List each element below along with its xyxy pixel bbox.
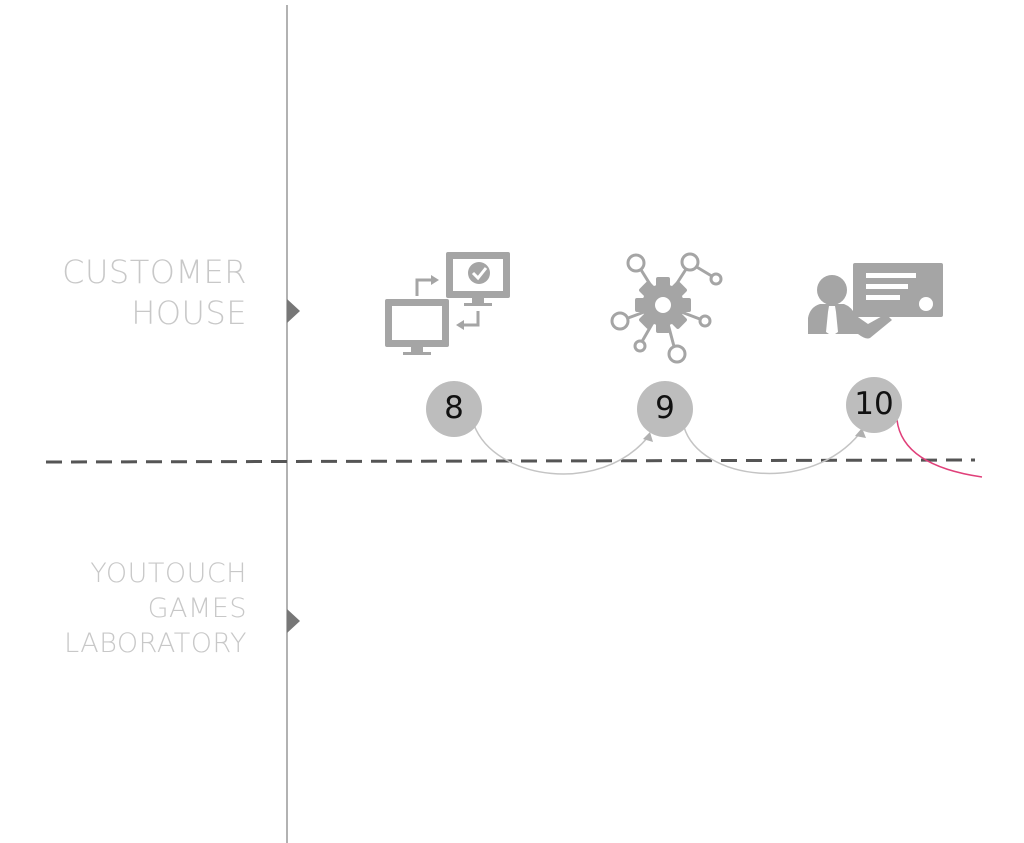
arrowhead-icon — [855, 428, 866, 438]
lane-label-line: YOUTOUCH — [90, 558, 247, 589]
step-number: 10 — [854, 386, 894, 422]
step-number: 9 — [655, 390, 675, 426]
step-badge-9 — [637, 381, 693, 437]
lane-marker-customer — [287, 299, 300, 323]
connectors — [473, 424, 861, 475]
arrowhead-icon — [643, 432, 653, 442]
lane-label-customer-house: CUSTOMER HOUSE — [62, 252, 247, 334]
lane-label-youtouch-laboratory: YOUTOUCH GAMES LABORATORY — [64, 556, 247, 661]
lane-label-line: GAMES — [147, 593, 247, 624]
outgoing-connector — [896, 419, 983, 478]
connector-9-to-10 — [683, 426, 861, 475]
connector-8-to-9 — [473, 424, 649, 475]
step-number: 8 — [444, 390, 464, 426]
step-badge-8 — [426, 381, 482, 437]
lane-label-line: LABORATORY — [64, 628, 247, 659]
step-badge-10 — [846, 377, 902, 433]
lane-label-line: CUSTOMER — [62, 253, 247, 291]
lane-label-line: HOUSE — [131, 294, 247, 332]
lane-marker-laboratory — [287, 609, 300, 633]
dashed-lane-divider — [45, 458, 976, 464]
computers-sync-check-icon — [385, 252, 510, 355]
presenter-board-icon — [808, 263, 943, 339]
gear-network-icon — [610, 252, 723, 364]
